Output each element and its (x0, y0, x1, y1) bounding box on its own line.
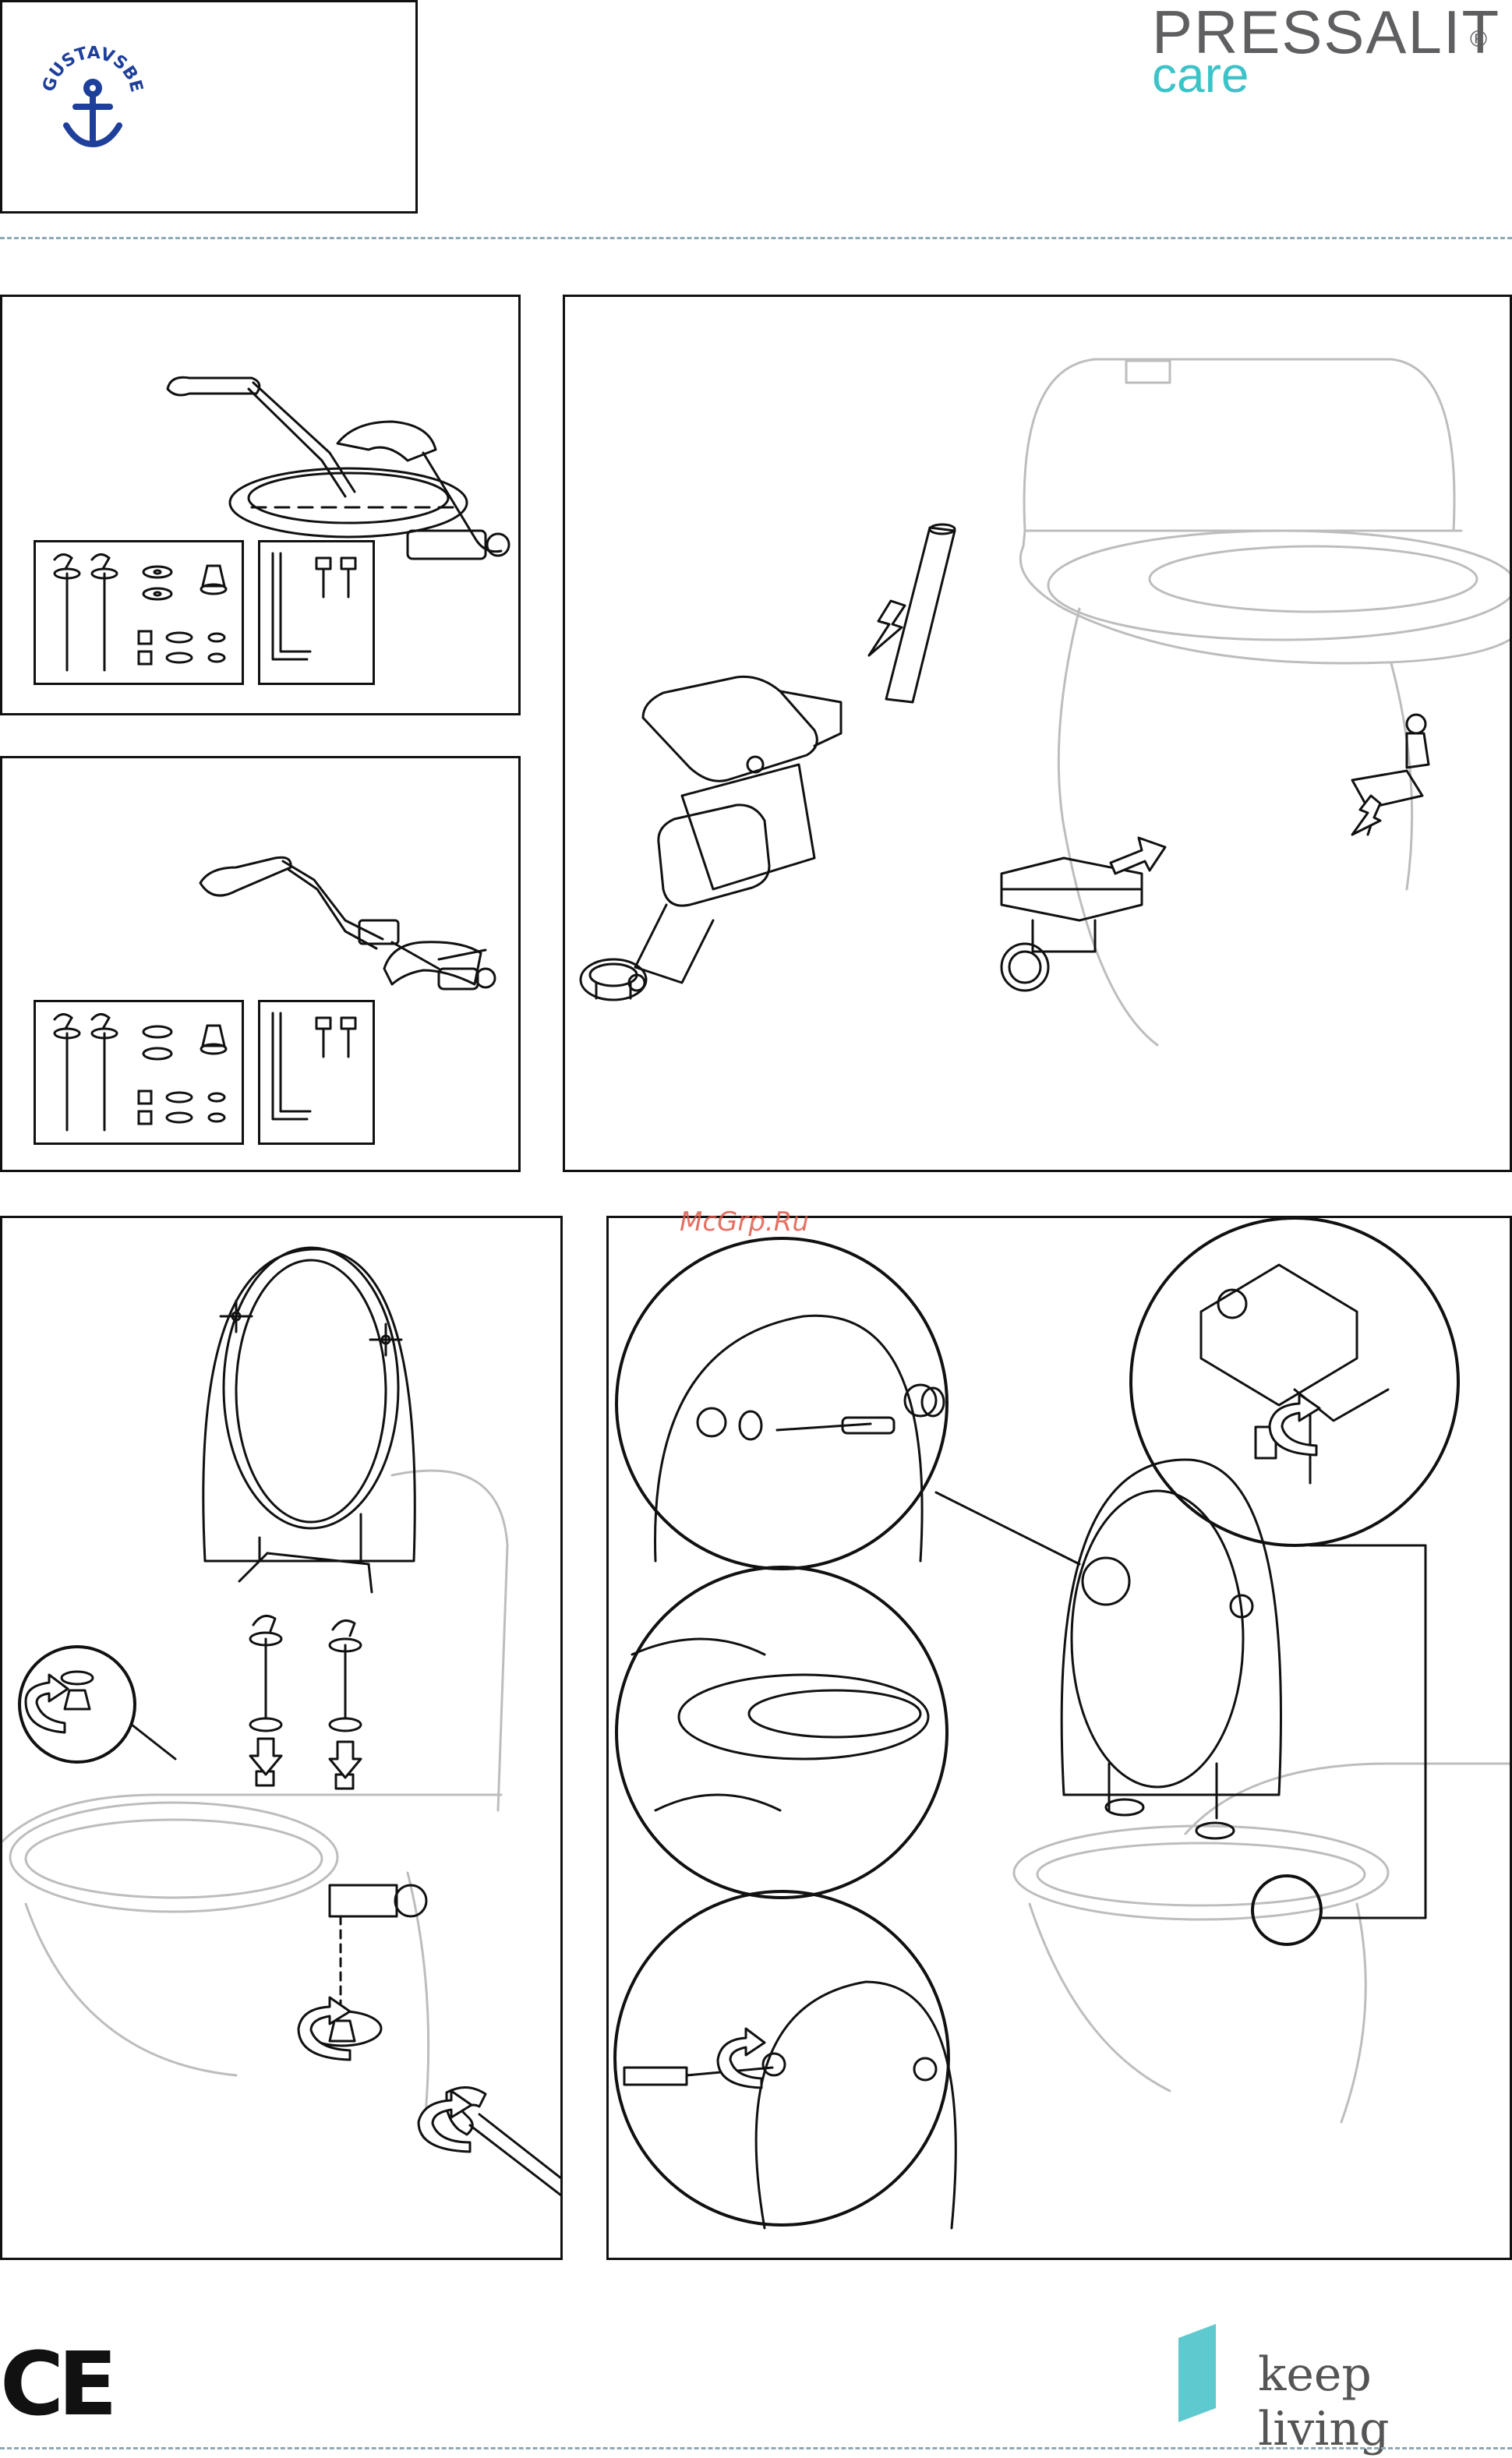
panel-seat-mounting (0, 1216, 563, 2260)
screw-icon (316, 558, 330, 597)
screw-icon (316, 1018, 330, 1057)
allen-key-icon (273, 553, 310, 659)
arrow-down-icon (250, 1739, 281, 1775)
parts-box-fixings (34, 540, 244, 685)
nut-icon (139, 1091, 151, 1124)
rotate-arrow-icon (26, 1675, 68, 1732)
fixing-parts-b (36, 1002, 242, 1142)
logo-box: GUSTAVSBERG (0, 0, 418, 214)
brand-registered: ® (1470, 26, 1487, 53)
detail-steps-illustration (609, 1218, 1510, 2258)
panel-parts-b (0, 756, 521, 1172)
washer-icon (143, 1026, 171, 1059)
screwdriver-icon (777, 1418, 894, 1433)
washer-icon (143, 567, 171, 577)
fixing-parts (36, 542, 242, 683)
nut-icon (209, 634, 224, 662)
screw-icon (341, 558, 355, 597)
brand-sub: care (1152, 50, 1249, 100)
washer-icon (167, 1093, 192, 1122)
bolt-icon (92, 1014, 117, 1130)
bottom-divider (0, 2447, 1512, 2449)
bolt-icon (92, 554, 117, 670)
tagline: keep living (1258, 2347, 1512, 2456)
watermark-text: McGrp.Ru (680, 1206, 809, 1238)
bolt-icon (55, 554, 79, 670)
screw-position-icon (370, 1324, 401, 1355)
nut-icon (201, 1026, 226, 1054)
nut-icon (201, 566, 226, 594)
tools-box-b (258, 1000, 375, 1145)
panel-parts-a (0, 295, 521, 715)
panel-bracket-insertion (563, 295, 1512, 1172)
allen-key-icon (273, 1013, 310, 1119)
anchor-icon (66, 82, 119, 144)
screw-icon (341, 1018, 355, 1057)
nut-icon (209, 1093, 224, 1121)
parts-box-fixings-b (34, 1000, 244, 1145)
tools-box-a (258, 540, 375, 685)
washer-icon (167, 633, 192, 662)
panel-detail-steps (606, 1216, 1512, 2260)
gustavsberg-logo: GUSTAVSBERG (30, 34, 155, 158)
allen-keys-and-screws-b (260, 1002, 373, 1142)
keep-living-logo-shape (1175, 2322, 1222, 2424)
arrow-right-icon (1111, 838, 1165, 874)
top-divider (0, 237, 1512, 239)
bolt-icon (55, 1014, 79, 1130)
nut-icon (139, 631, 151, 664)
arrow-down-icon (330, 1742, 361, 1778)
rotate-arrow-icon (718, 2029, 765, 2088)
washer-icon (143, 588, 171, 599)
bracket-insertion-illustration (565, 297, 1510, 1170)
ce-mark: CE (0, 2341, 111, 2428)
allen-keys-and-screws (260, 542, 373, 683)
rotate-arrow-icon (299, 1997, 350, 2060)
arrow-down-icon (1352, 796, 1380, 835)
seat-mounting-illustration (2, 1218, 560, 2258)
